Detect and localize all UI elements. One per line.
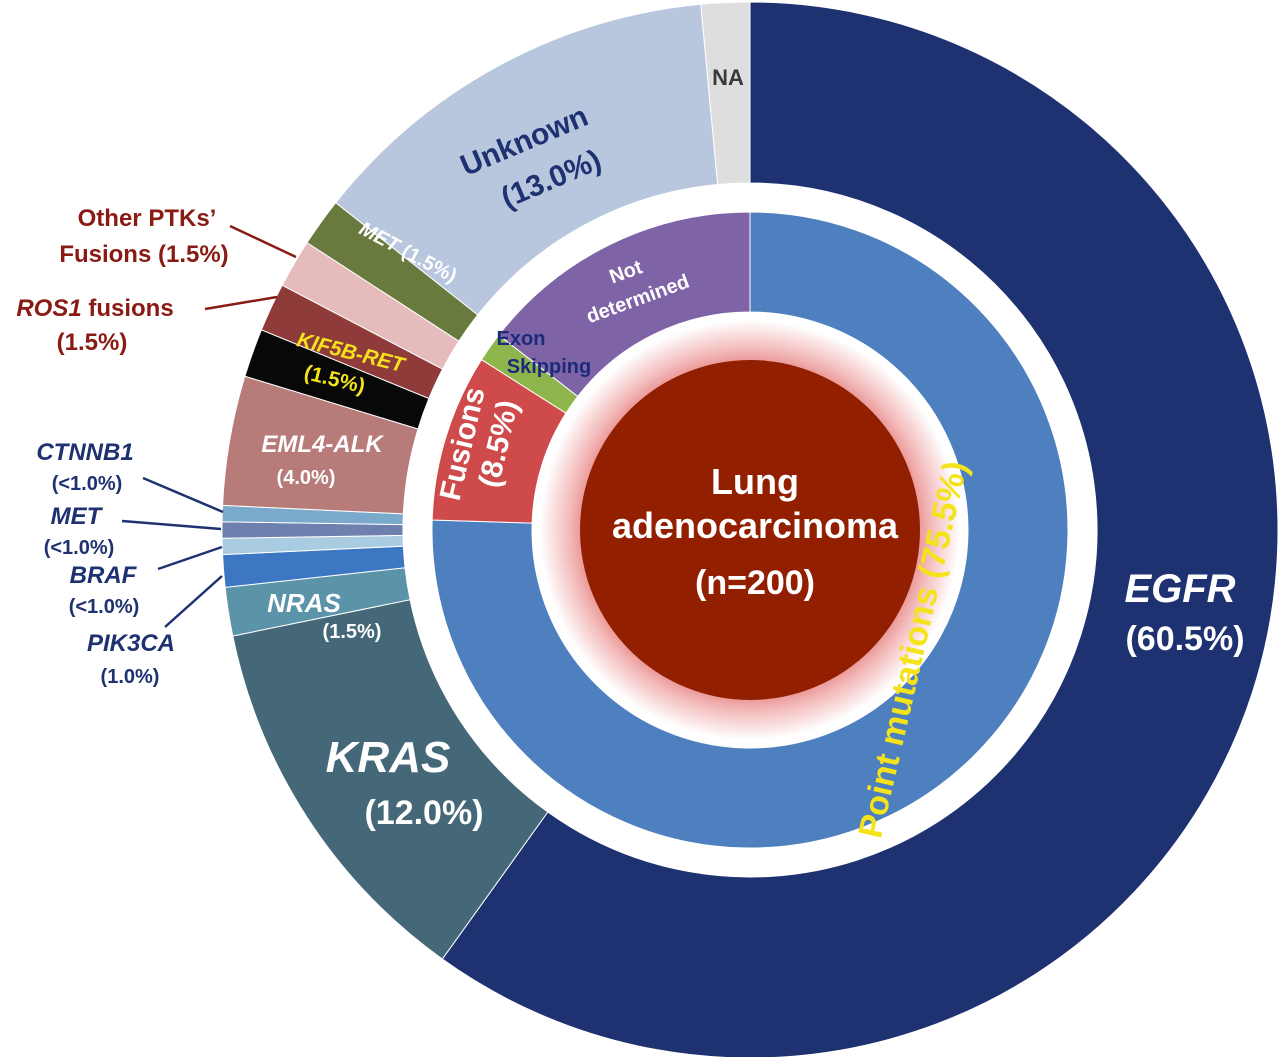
braf-pct: (<1.0%) xyxy=(69,596,140,618)
inner-slice-point-mutations xyxy=(431,211,1069,849)
pik3ca-leader xyxy=(164,575,223,628)
outer-slice-egfr xyxy=(441,1,1279,1057)
braf-leader xyxy=(157,545,223,571)
leader-lines xyxy=(121,224,297,628)
center-line3: (n=200) xyxy=(695,564,815,602)
na-label: NA xyxy=(712,65,744,90)
ros1-pct: (1.5%) xyxy=(57,329,128,356)
ctnnb1-leader xyxy=(142,476,224,514)
pik3ca-pct: (1.0%) xyxy=(101,666,160,688)
egfr-pct: (60.5%) xyxy=(1125,620,1244,658)
ptk-label-line2: Fusions (1.5%) xyxy=(59,241,228,268)
ctnnb1-pct: (<1.0%) xyxy=(52,473,123,495)
center-circle xyxy=(580,360,920,700)
ctnnb1-label: CTNNB1 xyxy=(36,439,133,466)
outer-slice-na xyxy=(700,1,751,186)
pik3ca-label: PIK3CA xyxy=(87,630,175,657)
eml4-alk-label: EML4-ALK xyxy=(261,431,384,458)
exon-skipping-label-line2: Skipping xyxy=(507,356,591,378)
met-label: MET xyxy=(51,503,104,530)
nras-label: NRAS xyxy=(267,588,341,618)
ros1-name: ROS1 xyxy=(16,295,81,322)
ptk-label-line1: Other PTKs’ xyxy=(78,205,217,232)
inner-slice-not-determined xyxy=(498,211,751,398)
ros1-leader xyxy=(204,295,278,311)
kras-pct: (12.0%) xyxy=(364,794,483,832)
ros1-rest: fusions xyxy=(82,295,174,322)
braf-label: BRAF xyxy=(70,562,138,589)
center-line1: Lung xyxy=(711,461,799,502)
eml4-alk-pct: (4.0%) xyxy=(277,467,336,489)
outer-ring xyxy=(221,1,1279,1057)
ptk-leader xyxy=(229,224,297,259)
met-pct: (<1.0%) xyxy=(44,537,115,559)
egfr-label: EGFR xyxy=(1124,567,1235,611)
ros1-label: ROS1 fusions xyxy=(16,295,173,322)
center-line2: adenocarcinoma xyxy=(612,505,899,546)
kras-label: KRAS xyxy=(326,733,451,782)
met-leader xyxy=(121,519,222,531)
exon-skipping-label-line1: Exon xyxy=(497,328,546,350)
inner-ring xyxy=(431,211,1069,849)
nras-pct: (1.5%) xyxy=(323,621,382,643)
